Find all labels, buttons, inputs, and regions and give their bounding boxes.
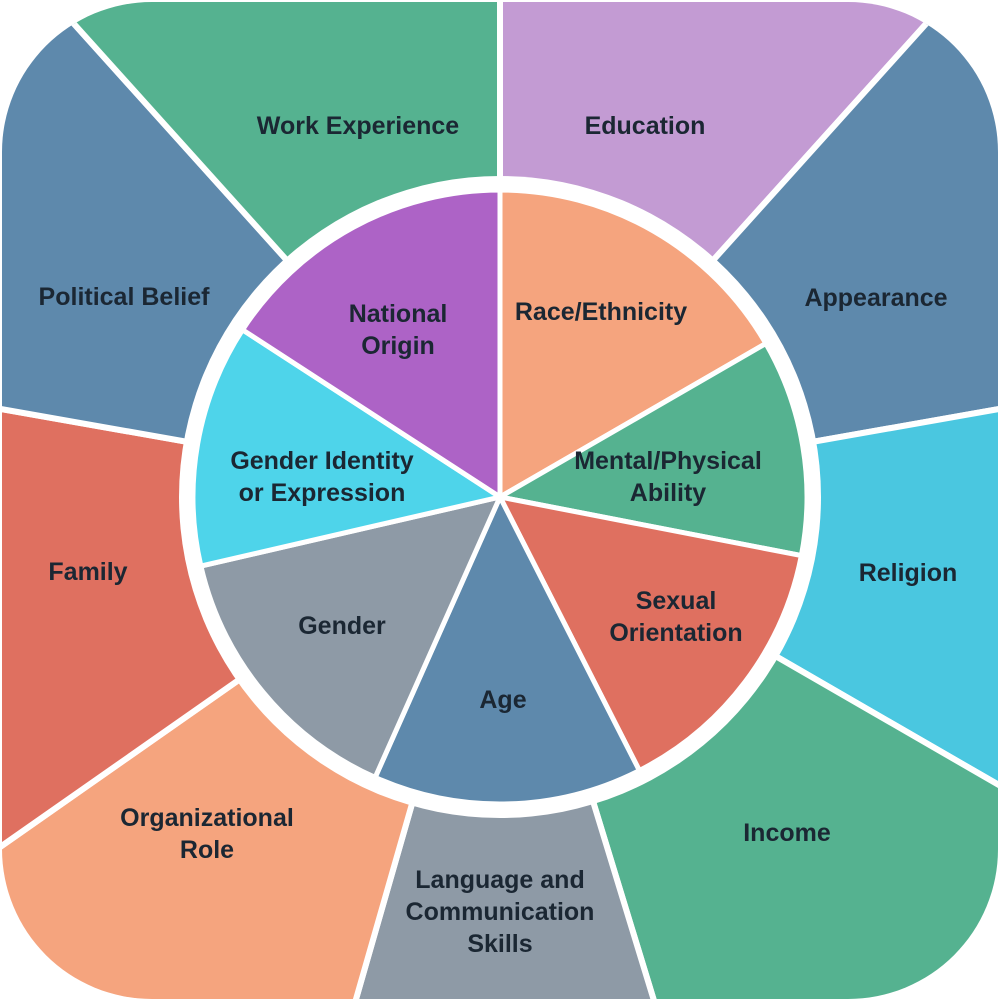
outer-segment-language-and-communication-skills (281, 486, 732, 999)
inner-segment-gender-identity-or-expression (190, 327, 503, 569)
inner-segment-race-ethnicity (497, 187, 769, 500)
inner-segment-sexual-orientation (497, 494, 804, 774)
inner-segment-age (372, 494, 642, 807)
inner-segment-national-origin (240, 187, 503, 500)
inner-segment-mental-physical-ability (497, 341, 810, 559)
inner-segment-gender (198, 494, 503, 780)
